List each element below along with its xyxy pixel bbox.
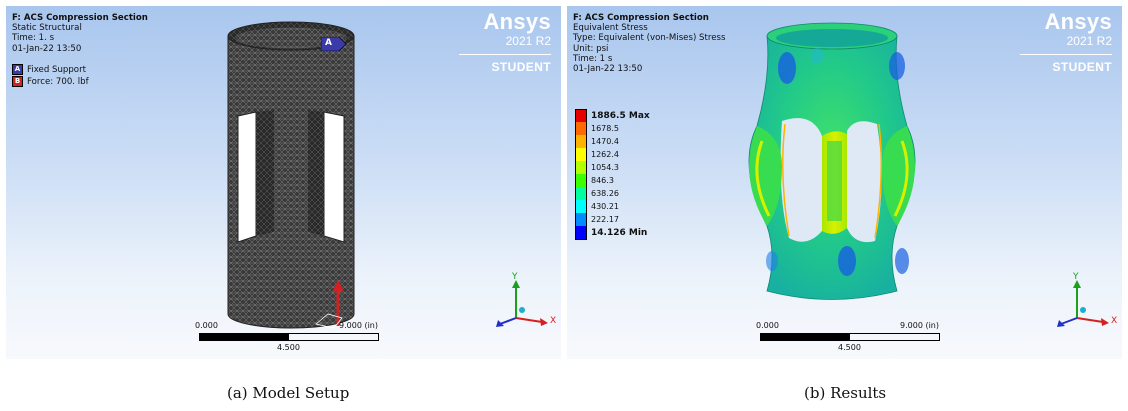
legend-label-force: Force: 700. lbf	[27, 76, 89, 87]
result-name: Equivalent Stress	[573, 23, 648, 34]
logo-version: 2021 R2	[505, 34, 551, 48]
viewport-model-setup[interactable]: F: ACS Compression Section Static Struct…	[6, 6, 561, 359]
logo-version: 2021 R2	[1066, 34, 1112, 48]
stress-colorbar[interactable]: 1886.5 Max 1678.5 1470.4 1262.4 1054.3 846.3 6…	[575, 108, 650, 240]
axis-triad[interactable]: Y X	[494, 272, 557, 332]
colorbar-swatch	[575, 161, 587, 174]
colorbar-swatch	[575, 135, 587, 148]
colorbar-band: 846.3	[575, 174, 650, 187]
legend-tag-a: A	[12, 64, 23, 76]
result-type: Type: Equivalent (von-Mises) Stress	[573, 33, 726, 44]
legend-label-fixed-support: Fixed Support	[27, 64, 86, 75]
triad-y-label: Y	[512, 272, 518, 282]
colorbar-band: 1054.3	[575, 161, 650, 174]
viewport-results[interactable]: F: ACS Compression Section Equivalent St…	[567, 6, 1122, 359]
colorbar-swatch	[575, 122, 587, 135]
colorbar-label: 14.126 Min	[591, 227, 648, 238]
scale-end: 9.000 (in)	[900, 321, 939, 330]
time-label: Time: 1. s	[12, 33, 55, 44]
colorbar-label: 222.17	[591, 215, 619, 224]
colorbar-label: 638.26	[591, 189, 619, 198]
analysis-type: Static Structural	[12, 23, 82, 34]
ansys-logo: Ansys 2021 R2 STUDENT	[459, 10, 551, 74]
colorbar-band: 222.17	[575, 213, 650, 226]
axis-triad[interactable]: Y X	[1055, 272, 1118, 332]
model-info: F: ACS Compression Section Static Struct…	[12, 13, 148, 88]
result-info: F: ACS Compression Section Equivalent St…	[573, 13, 725, 74]
stress-contour-model[interactable]	[727, 16, 937, 306]
date-label: 01-Jan-22 13:50	[12, 43, 82, 54]
colorbar-band: 638.26	[575, 187, 650, 200]
scale-start: 0.000	[756, 321, 779, 330]
colorbar-label: 1054.3	[591, 163, 619, 172]
colorbar-label: 430.21	[591, 202, 619, 211]
result-unit: Unit: psi	[573, 43, 609, 54]
colorbar-swatch	[575, 108, 587, 123]
colorbar-swatch	[575, 187, 587, 200]
fixed-support-marker[interactable]: A	[321, 37, 347, 51]
colorbar-swatch	[575, 200, 587, 213]
colorbar-label: 1262.4	[591, 150, 619, 159]
colorbar-band: 1262.4	[575, 148, 650, 161]
marker-a-label: A	[325, 38, 332, 48]
colorbar-band: 430.21	[575, 200, 650, 213]
caption-model-setup: (a) Model Setup	[227, 384, 350, 402]
colorbar-swatch	[575, 213, 587, 226]
analysis-title: F: ACS Compression Section	[12, 13, 148, 23]
result-time: Time: 1 s	[573, 53, 613, 64]
triad-y-label: Y	[1073, 272, 1079, 282]
colorbar-band: 1886.5 Max	[575, 108, 650, 123]
logo-edition: STUDENT	[1052, 60, 1112, 74]
logo-brand: Ansys	[1044, 9, 1112, 34]
legend-tag-b: B	[12, 76, 23, 88]
scale-mid: 4.500	[838, 343, 861, 352]
legend-force[interactable]: B Force: 700. lbf	[12, 76, 148, 88]
colorbar-swatch	[575, 174, 587, 187]
triad-x-label: X	[550, 316, 557, 326]
result-title: F: ACS Compression Section	[573, 13, 709, 23]
triad-x-label: X	[1111, 316, 1118, 326]
colorbar-band: 1470.4	[575, 135, 650, 148]
scale-bar: 0.000 9.000 (in) 4.500	[756, 321, 1060, 359]
colorbar-band: 1678.5	[575, 122, 650, 135]
colorbar-band: 14.126 Min	[575, 225, 650, 240]
colorbar-label: 846.3	[591, 176, 614, 185]
legend-fixed-support[interactable]: A Fixed Support	[12, 64, 148, 76]
logo-edition: STUDENT	[491, 60, 551, 74]
scale-end: 9.000 (in)	[339, 321, 378, 330]
ansys-logo: Ansys 2021 R2 STUDENT	[1020, 10, 1112, 74]
logo-brand: Ansys	[483, 9, 551, 34]
colorbar-swatch	[575, 225, 587, 240]
scale-start: 0.000	[195, 321, 218, 330]
colorbar-swatch	[575, 148, 587, 161]
scale-mid: 4.500	[277, 343, 300, 352]
meshed-model[interactable]	[216, 14, 366, 334]
colorbar-label: 1886.5 Max	[591, 110, 650, 121]
colorbar-label: 1470.4	[591, 137, 619, 146]
scale-bar: 0.000 9.000 (in) 4.500	[195, 321, 499, 359]
colorbar-label: 1678.5	[591, 124, 619, 133]
result-date: 01-Jan-22 13:50	[573, 64, 643, 75]
caption-results: (b) Results	[804, 384, 887, 402]
